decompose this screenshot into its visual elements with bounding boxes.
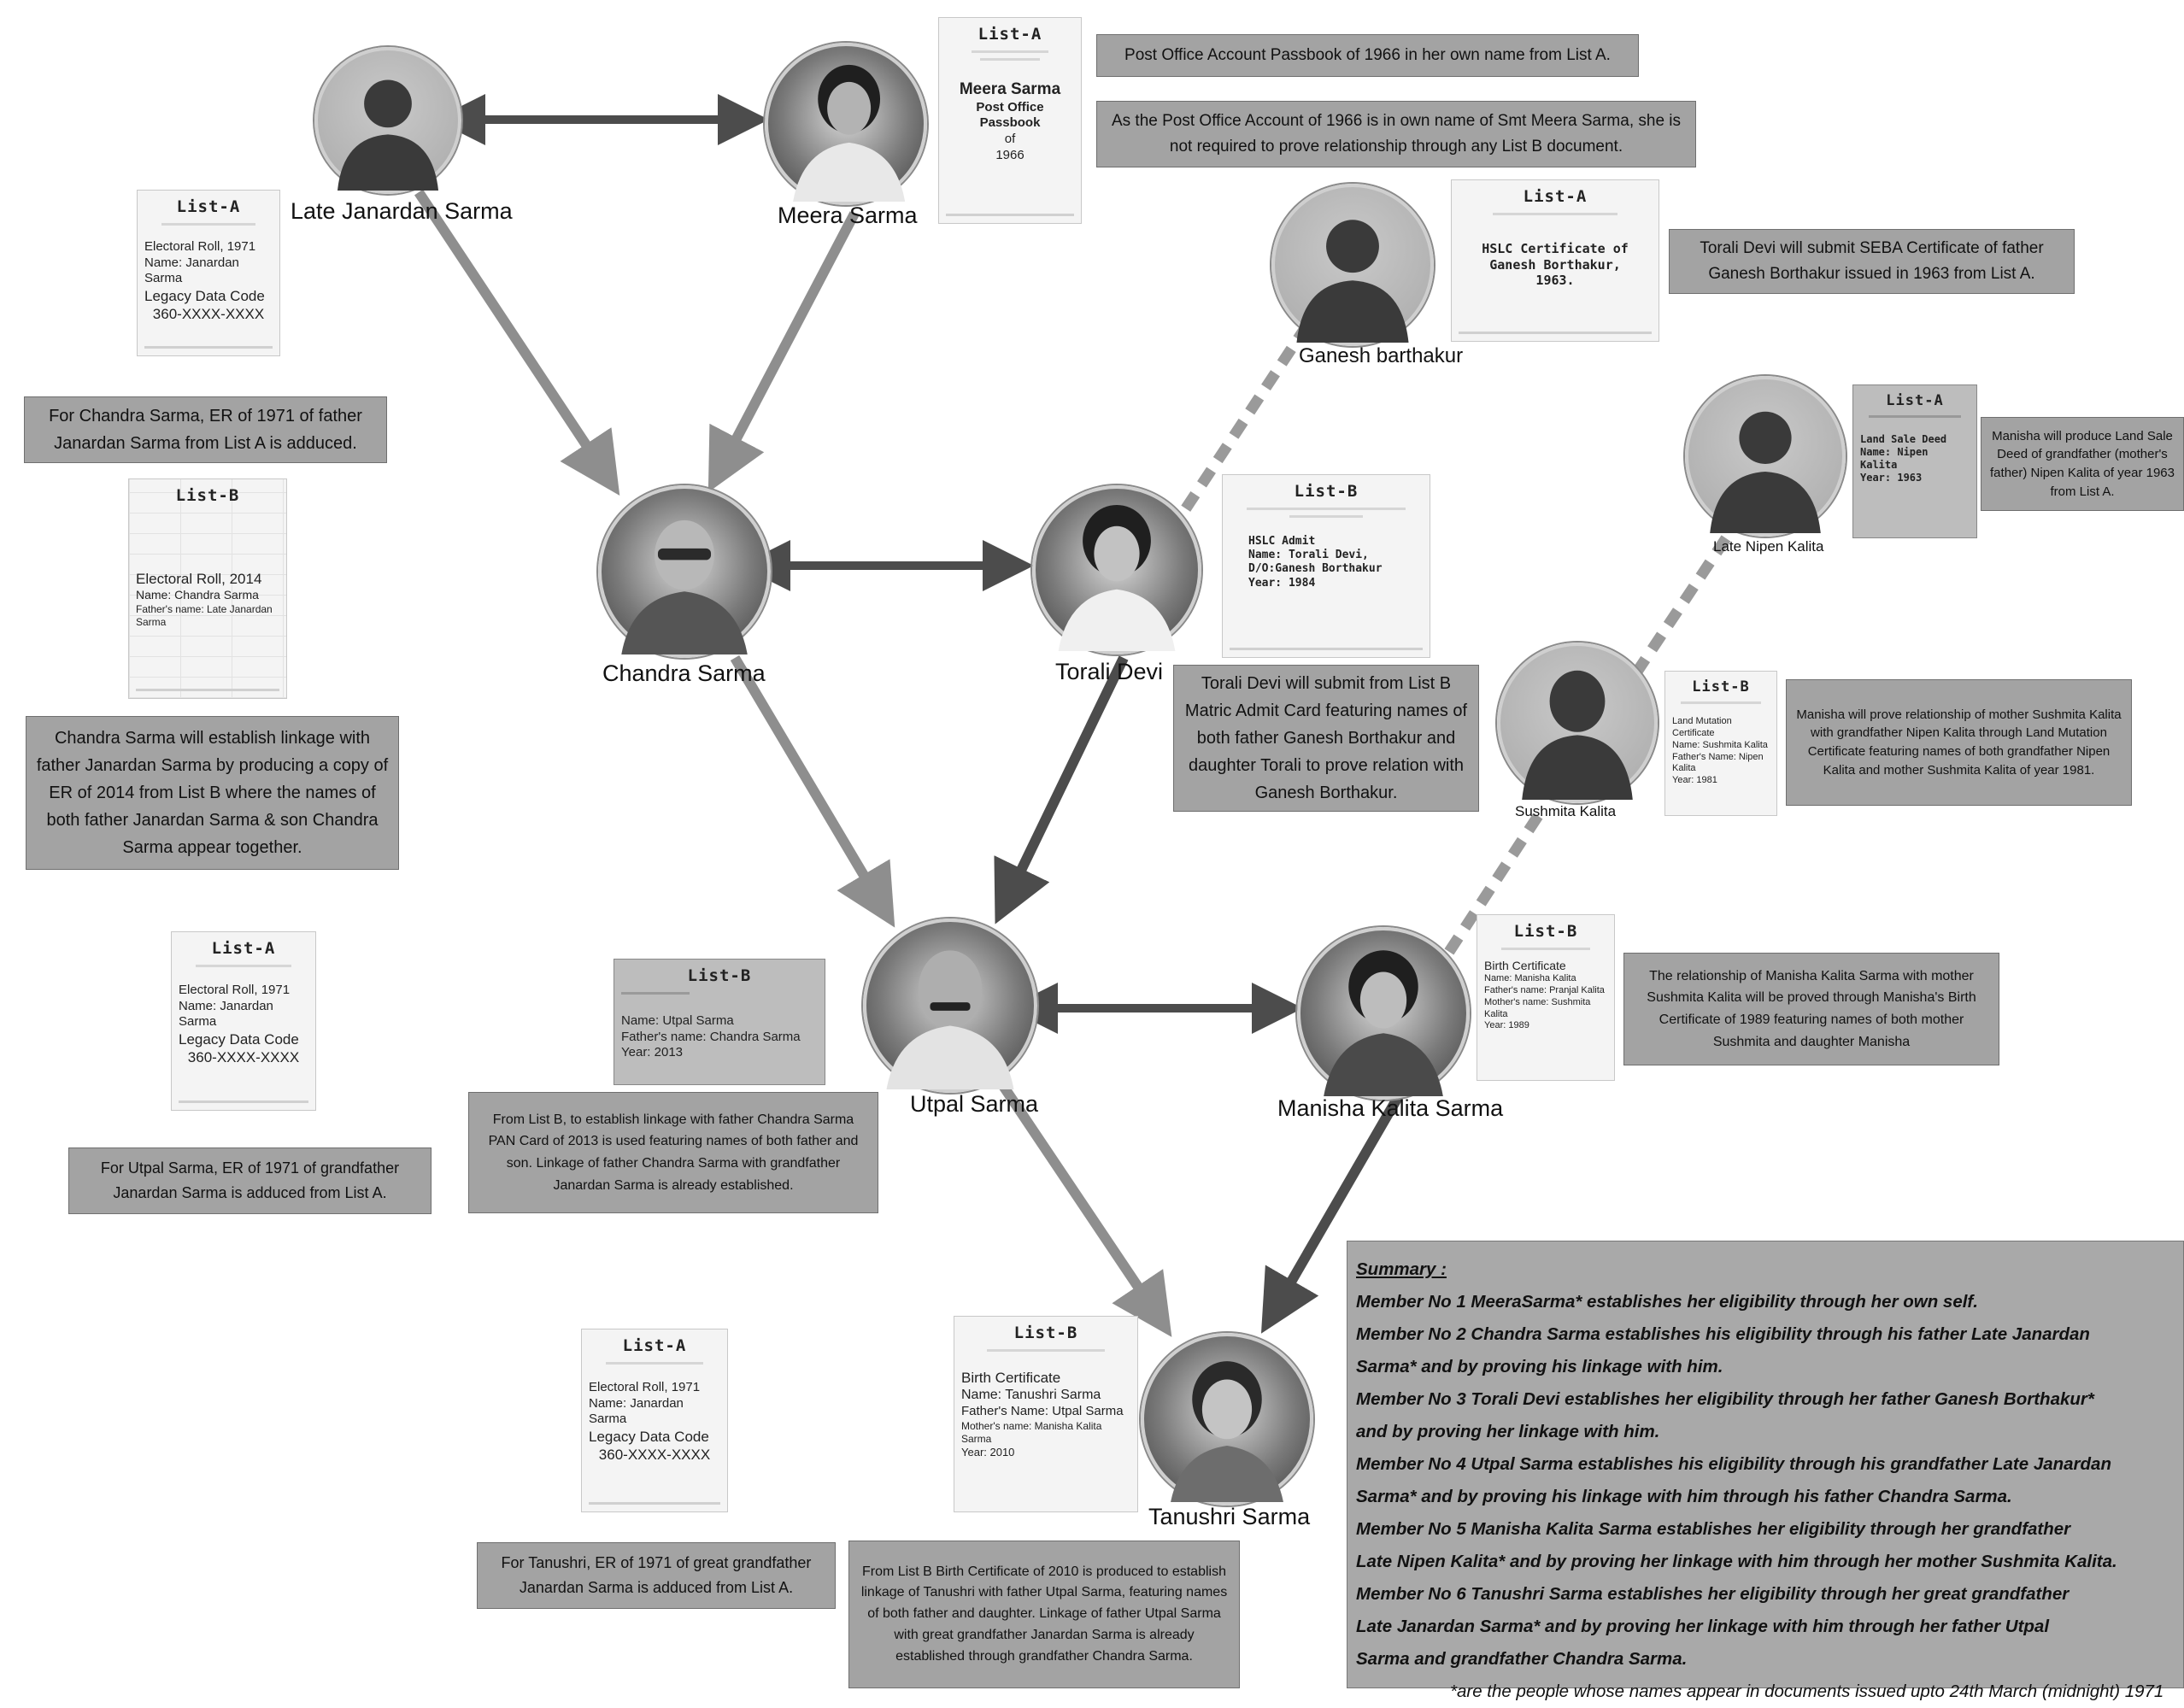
note-chandra-er1971: For Chandra Sarma, ER of 1971 of father …	[24, 396, 387, 463]
dashed-link-nipen-sushmita	[1610, 535, 1731, 708]
person-name-sushmita: Sushmita Kalita	[1515, 803, 1617, 819]
doc-land-sale: List-A Land Sale Deed Name: Nipen Kalita…	[1852, 384, 1977, 538]
note-torali-matric: Torali Devi will submit from List B Matr…	[1173, 665, 1479, 812]
summary-line: Late Nipen Kalita* and by proving her li…	[1356, 1552, 2117, 1571]
person-silhouette-icon	[1296, 220, 1409, 343]
link-manisha-tanushri	[1260, 1073, 1415, 1334]
note-utpal-pan: From List B, to establish linkage with f…	[468, 1092, 878, 1213]
doc-hslc-ganesh: List-A HSLC Certificate of Ganesh Bortha…	[1451, 179, 1659, 342]
girl-portrait-icon	[1171, 1361, 1283, 1502]
photo-tanushri	[1141, 1333, 1313, 1506]
summary-line: Member No 2 Chandra Sarma establishes hi…	[1356, 1324, 2090, 1344]
photo-meera	[765, 43, 927, 205]
note-manisha-mutation: Manisha will prove relationship of mothe…	[1786, 679, 2132, 806]
link-utpal-tanushri	[987, 1065, 1172, 1337]
person-name-utpal: Utpal Sarma	[910, 1091, 1039, 1117]
summary-line: Member No 4 Utpal Sarma establishes his …	[1356, 1454, 2111, 1474]
doc-er1971-utpal: List-A Electoral Roll, 1971 Name: Janard…	[171, 931, 316, 1111]
doc-birth-tanushri: List-B Birth Certificate Name: Tanushri …	[954, 1316, 1138, 1512]
woman-portrait-icon	[1324, 950, 1443, 1096]
link-meera-chandra	[707, 211, 860, 493]
summary-line: Sarma and grandfather Chandra Sarma.	[1356, 1649, 1688, 1669]
note-tanushri-birth: From List B Birth Certificate of 2010 is…	[848, 1541, 1240, 1688]
person-name-chandra: Chandra Sarma	[602, 660, 766, 686]
avatar-janardan	[314, 47, 461, 194]
note-meera-exempt: As the Post Office Account of 1966 is in…	[1096, 101, 1696, 167]
summary-line: Sarma* and by proving his linkage with h…	[1356, 1357, 1723, 1376]
woman-portrait-icon	[793, 64, 906, 202]
person-silhouette-icon	[337, 79, 439, 191]
man-portrait-icon	[621, 519, 748, 654]
person-name-tanushri: Tanushri Sarma	[1148, 1504, 1311, 1529]
photo-torali	[1032, 485, 1201, 654]
note-torali-seba: Torali Devi will submit SEBA Certificate…	[1669, 229, 2075, 294]
summary-line: Member No 6 Tanushri Sarma establishes h…	[1356, 1584, 2070, 1604]
note-manisha-land: Manisha will produce Land Sale Deed of g…	[1981, 417, 2184, 511]
doc-er1971-tanushri: List-A Electoral Roll, 1971 Name: Janard…	[581, 1329, 728, 1512]
note-chandra-linkage: Chandra Sarma will establish linkage wit…	[26, 716, 399, 870]
summary-line: Sarma* and by proving his linkage with h…	[1356, 1487, 2012, 1506]
avatar-sushmita	[1497, 643, 1658, 803]
note-meera-passbook: Post Office Account Passbook of 1966 in …	[1096, 34, 1639, 77]
summary-footnote: *are the people whose names appear in do…	[1450, 1682, 2164, 1701]
doc-land-mutation: List-B Land Mutation Certificate Name: S…	[1664, 671, 1777, 816]
photo-chandra	[598, 485, 771, 658]
summary-line: and by proving her linkage with him.	[1356, 1422, 1660, 1441]
photo-utpal	[863, 919, 1037, 1093]
person-silhouette-icon	[1710, 411, 1821, 533]
person-name-ganesh: Ganesh barthakur	[1299, 344, 1464, 367]
doc-passbook: List-A Meera Sarma Post Office Passbook …	[938, 17, 1082, 224]
link-torali-utpal	[994, 655, 1129, 924]
note-manisha-birth: The relationship of Manisha Kalita Sarma…	[1623, 953, 1999, 1065]
dashed-link-ganesh-torali	[1172, 321, 1312, 525]
doc-hslc-torali: List-B HSLC Admit Name: Torali Devi, D/O…	[1222, 474, 1430, 658]
link-janardan-chandra	[414, 189, 620, 496]
man-portrait-icon	[886, 950, 1014, 1089]
doc-er1971-janardan: List-A Electoral Roll, 1971 Name: Janard…	[137, 190, 280, 356]
summary-line: Late Janardan Sarma* and by proving her …	[1356, 1617, 2050, 1636]
doc-er2014: List-B Electoral Roll, 2014 Name: Chandr…	[128, 478, 287, 699]
woman-portrait-icon	[1058, 505, 1176, 651]
avatar-nipen	[1685, 376, 1846, 537]
link-chandra-utpal	[730, 654, 895, 928]
person-name-nipen: Late Nipen Kalita	[1713, 538, 1824, 555]
person-name-manisha: Manisha Kalita Sarma	[1277, 1095, 1504, 1121]
photo-manisha	[1297, 927, 1470, 1100]
summary-line: Member No 3 Torali Devi establishes her …	[1356, 1389, 2094, 1409]
doc-pan-utpal: List-B Name: Utpal Sarma Father's name: …	[614, 959, 825, 1085]
avatar-ganesh	[1271, 184, 1434, 346]
summary-title: Summary :	[1356, 1259, 1447, 1279]
note-utpal-er1971: For Utpal Sarma, ER of 1971 of grandfath…	[68, 1147, 432, 1214]
summary-line: Member No 1 MeeraSarma* establishes her …	[1356, 1292, 1978, 1312]
note-tanushri-er1971: For Tanushri, ER of 1971 of great grandf…	[477, 1542, 836, 1609]
summary-line: Member No 5 Manisha Kalita Sarma establi…	[1356, 1519, 2071, 1539]
summary-box: Summary : Member No 1 MeeraSarma* establ…	[1347, 1241, 2184, 1701]
person-name-torali: Torali Devi	[1055, 659, 1164, 684]
doc-birth-manisha: List-B Birth Certificate Name: Manisha K…	[1477, 914, 1615, 1081]
person-name-meera: Meera Sarma	[778, 202, 918, 228]
woman-silhouette-icon	[1522, 670, 1633, 800]
person-name-janardan: Late Janardan Sarma	[291, 198, 513, 224]
